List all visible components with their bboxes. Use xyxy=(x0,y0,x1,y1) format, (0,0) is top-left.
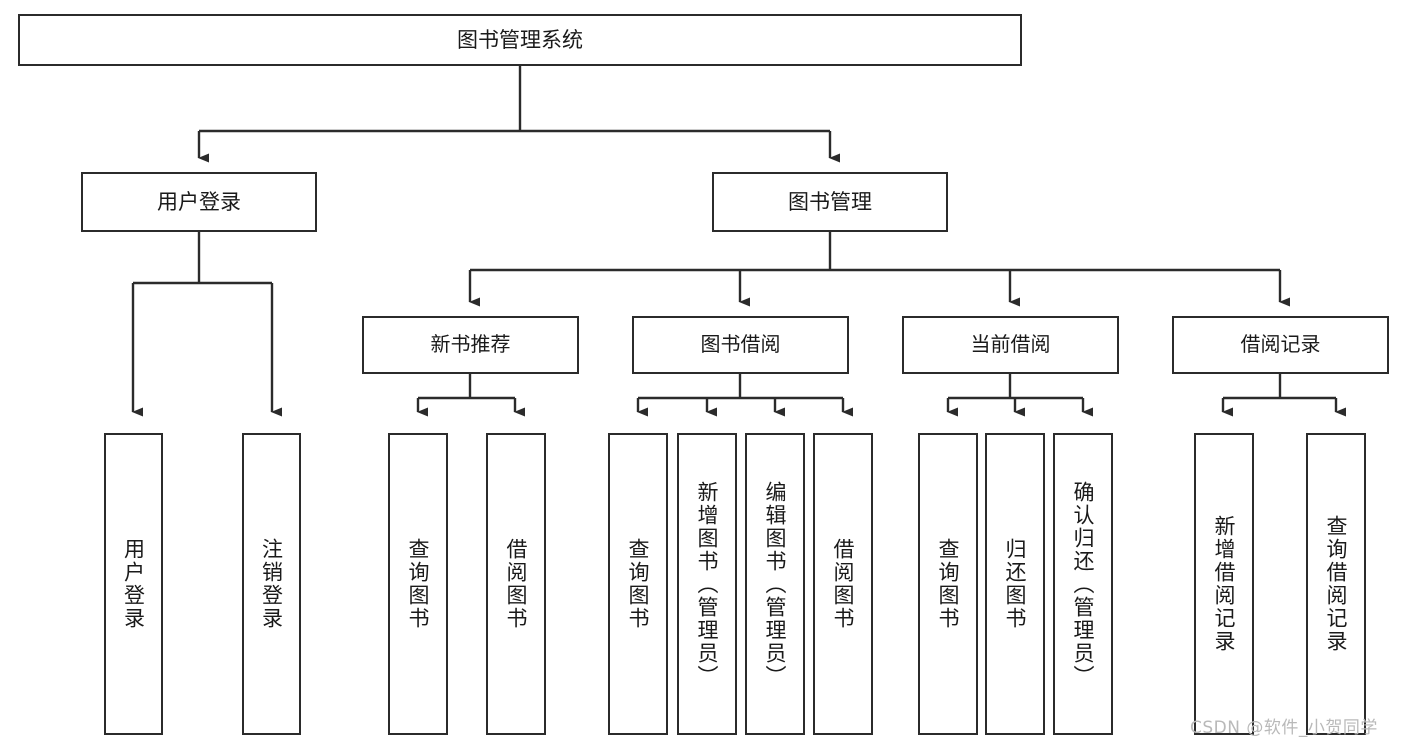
leaf-label: 借阅图书 xyxy=(504,538,529,630)
leaf-user-login-2[interactable]: 注销登录 xyxy=(242,433,301,735)
leaf-book-borrow-1[interactable]: 查询图书 xyxy=(608,433,668,735)
node-borrow-record-label: 借阅记录 xyxy=(1240,332,1321,357)
leaf-book-borrow-2[interactable]: 新增图书（管理员） xyxy=(677,433,737,735)
leaf-current-borrow-1[interactable]: 查询图书 xyxy=(918,433,978,735)
node-user-login-label: 用户登录 xyxy=(157,189,241,214)
node-new-book-recommend[interactable]: 新书推荐 xyxy=(362,316,579,374)
leaf-label: 新增借阅记录 xyxy=(1212,515,1237,653)
leaf-user-login-1[interactable]: 用户登录 xyxy=(104,433,163,735)
node-book-management[interactable]: 图书管理 xyxy=(712,172,948,232)
leaf-label: 用户登录 xyxy=(121,538,146,630)
leaf-label: 确认归还（管理员） xyxy=(1071,480,1096,688)
leaf-label: 归还图书 xyxy=(1003,538,1028,630)
node-borrow-record[interactable]: 借阅记录 xyxy=(1172,316,1389,374)
leaf-current-borrow-3[interactable]: 确认归还（管理员） xyxy=(1053,433,1113,735)
node-book-borrow[interactable]: 图书借阅 xyxy=(632,316,849,374)
leaf-label: 查询图书 xyxy=(406,538,431,630)
leaf-label: 注销登录 xyxy=(259,538,284,630)
leaf-label: 编辑图书（管理员） xyxy=(763,480,788,688)
node-root-system[interactable]: 图书管理系统 xyxy=(18,14,1022,66)
leaf-label: 借阅图书 xyxy=(831,538,856,630)
node-current-borrow-label: 当前借阅 xyxy=(970,332,1051,357)
leaf-borrow-record-2[interactable]: 查询借阅记录 xyxy=(1306,433,1366,735)
node-root-label: 图书管理系统 xyxy=(457,27,583,52)
leaf-current-borrow-2[interactable]: 归还图书 xyxy=(985,433,1045,735)
leaf-book-borrow-4[interactable]: 借阅图书 xyxy=(813,433,873,735)
leaf-label: 查询图书 xyxy=(936,538,961,630)
node-user-login[interactable]: 用户登录 xyxy=(81,172,317,232)
leaf-new-book-1[interactable]: 查询图书 xyxy=(388,433,448,735)
leaf-label: 新增图书（管理员） xyxy=(695,480,720,688)
leaf-borrow-record-1[interactable]: 新增借阅记录 xyxy=(1194,433,1254,735)
leaf-label: 查询借阅记录 xyxy=(1324,515,1349,653)
leaf-book-borrow-3[interactable]: 编辑图书（管理员） xyxy=(745,433,805,735)
node-book-management-label: 图书管理 xyxy=(788,189,872,214)
node-current-borrow[interactable]: 当前借阅 xyxy=(902,316,1119,374)
csdn-watermark: CSDN @软件_小贺同学 xyxy=(1190,718,1378,738)
leaf-new-book-2[interactable]: 借阅图书 xyxy=(486,433,546,735)
node-new-book-recommend-label: 新书推荐 xyxy=(430,332,511,357)
leaf-label: 查询图书 xyxy=(626,538,651,630)
node-book-borrow-label: 图书借阅 xyxy=(700,332,781,357)
